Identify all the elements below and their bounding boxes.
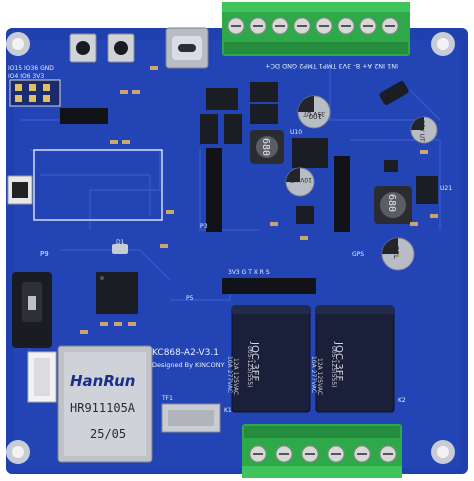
top-terminal-label: IN1 IN2 A+ B- 3V3 TMP1 TMP2 GND DC+	[265, 62, 398, 70]
mounting-holes	[6, 32, 455, 464]
inductor-2-label: 680	[386, 194, 397, 212]
u10-label: U10	[290, 129, 302, 136]
p5-label: P5	[186, 295, 194, 302]
cap1-value: 100	[309, 112, 322, 120]
relay-k1-rating1: 10A 277VAC	[226, 356, 233, 393]
inductor-1-label: 680	[260, 138, 271, 156]
relay-k2-rating1: 10A 277VAC	[310, 356, 317, 393]
usb-c-connector	[165, 27, 209, 69]
ic-small	[384, 160, 398, 172]
relay-k1	[231, 305, 311, 413]
relay-k1-model: JQC-3FF	[249, 341, 260, 382]
ethernet-jack	[57, 345, 153, 463]
inductor-2	[374, 186, 412, 224]
bottom-terminal-block	[242, 424, 402, 478]
ethernet-part: HR911105A	[70, 401, 136, 415]
cap3-label: 35V UT	[418, 120, 425, 142]
ethernet-date: 25/05	[90, 427, 126, 441]
power-jack-left	[12, 272, 52, 348]
board-model: KC868-A2-V3.1	[152, 348, 219, 358]
ic-u21	[416, 176, 438, 204]
pin-header-black-left	[60, 108, 108, 124]
k2-label: K2	[398, 397, 406, 404]
ic-u6	[296, 206, 314, 224]
cap4-label: 22L	[392, 246, 400, 259]
capacitor-c1	[297, 95, 331, 129]
capacitor-c2	[285, 167, 315, 197]
u21-label: U21	[440, 185, 452, 192]
diode-d1	[379, 81, 409, 105]
capacitor-c4	[381, 237, 415, 271]
board-designer: Designed By KINCONY	[152, 361, 225, 369]
tf-label: TF1	[161, 395, 173, 402]
relay-k2	[315, 305, 395, 413]
tactile-buttons	[69, 33, 135, 63]
header-p5	[222, 278, 316, 294]
k1-label: K1	[224, 407, 232, 414]
p3-label: P3	[200, 223, 208, 230]
io-pin-header	[9, 79, 61, 107]
pin-row-label: 3V3 G T X R S	[228, 269, 270, 276]
d1-label: D1	[116, 239, 125, 246]
ethernet-brand: HanRun	[70, 372, 135, 390]
left-side-connector	[7, 175, 33, 205]
p9-label: P9	[40, 250, 49, 258]
white-jst-connector	[27, 351, 57, 403]
inductor-1	[250, 130, 284, 164]
relay-k1-code: 005-1Z5(555)	[246, 346, 253, 388]
relay-k2-code: 005-1Z5(555)	[330, 346, 337, 388]
relay-k2-model: JQC-3FF	[333, 341, 344, 382]
crystal	[112, 244, 128, 254]
relay-k1-rating2: 12A 125VAC	[232, 358, 239, 395]
header-right	[334, 156, 350, 232]
ethernet-phy-chip	[96, 272, 138, 314]
esp32-module-outline	[33, 149, 163, 221]
cap1-label: 35V UT	[303, 110, 325, 117]
relay-k2-rating2: 12A 125VAC	[316, 358, 323, 395]
power-transistors	[200, 82, 278, 144]
capacitor-c3	[410, 116, 438, 144]
tf-card-slot	[161, 403, 221, 433]
gps-label: GPS	[352, 251, 364, 258]
top-terminal-block	[222, 2, 410, 56]
cap2-label: 10V UT	[290, 176, 312, 183]
io-header-label-1: IO15 IO36 GND	[8, 65, 54, 72]
smd-components	[80, 66, 438, 334]
ic-u10	[292, 138, 328, 168]
header-p3-left	[206, 148, 222, 232]
io-header-label-2: IO4 IO6 3V3	[8, 73, 44, 80]
